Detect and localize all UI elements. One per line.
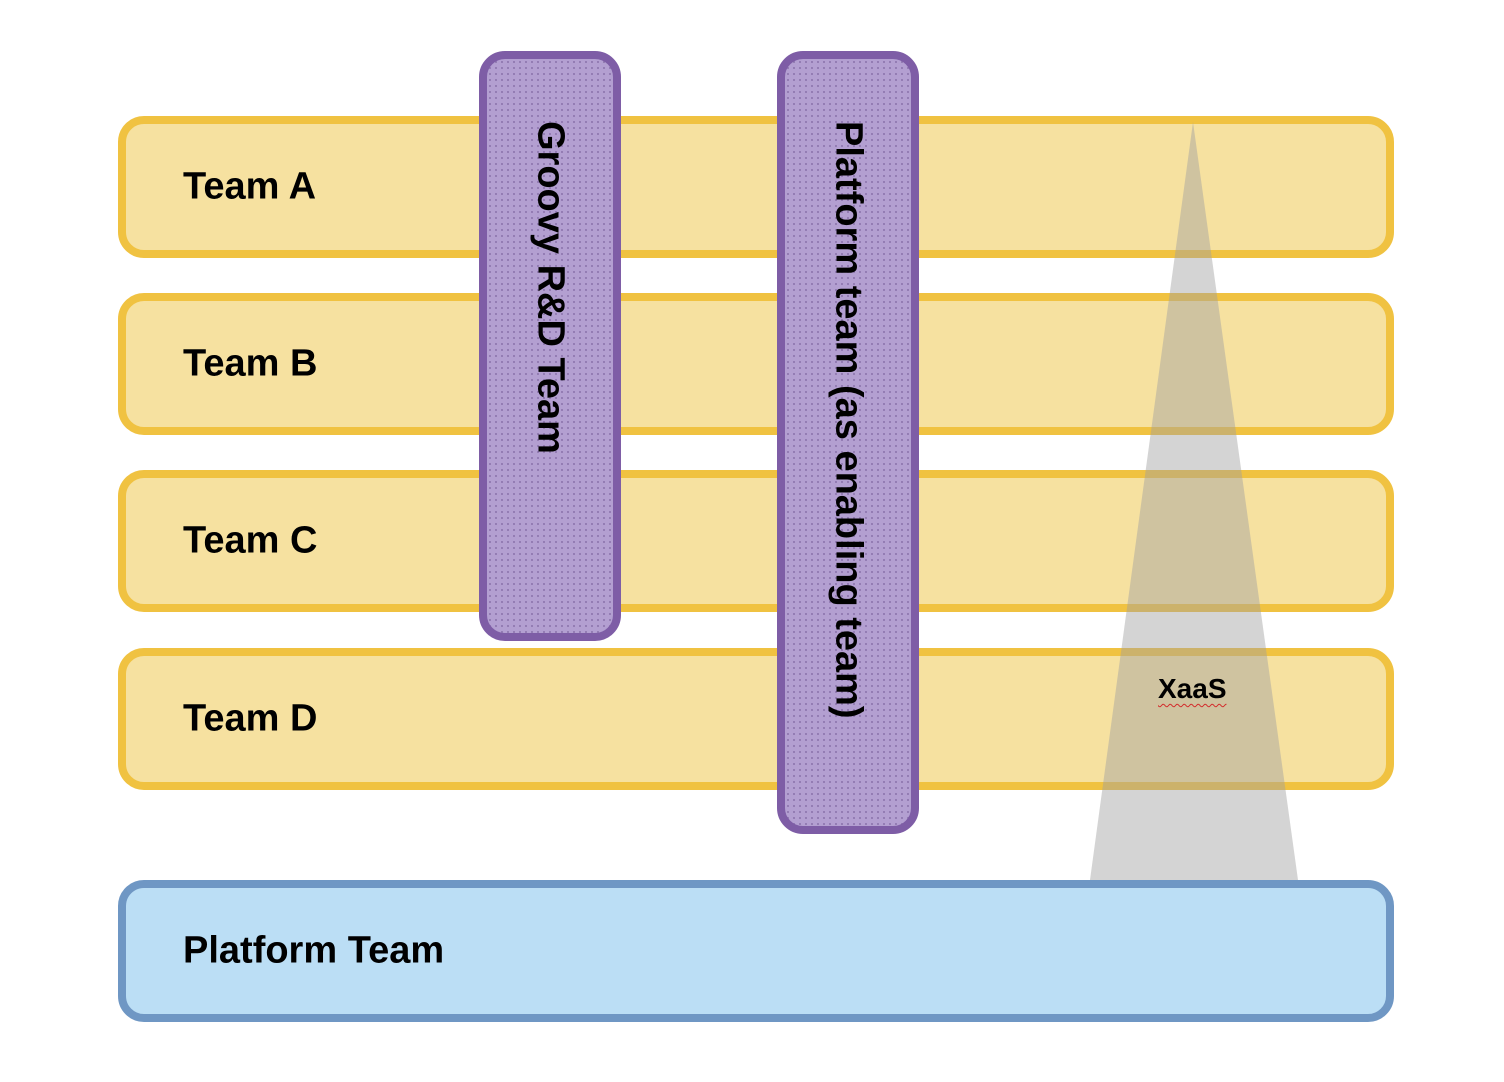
groovy-rnd-pillar: Groovy R&D Team [479,51,621,641]
team-b-band: Team B [118,293,1394,435]
team-c-band: Team C [118,470,1394,612]
team-b-label: Team B [183,342,318,385]
team-a-label: Team A [183,165,317,208]
platform-team-label: Platform Team [183,929,445,972]
platform-enabling-pillar: Platform team (as enabling team) [777,51,919,834]
platform-team-band: Platform Team [118,880,1394,1022]
team-d-band: Team D [118,648,1394,790]
team-d-label: Team D [183,697,318,740]
platform-enabling-label: Platform team (as enabling team) [827,121,870,719]
team-a-band: Team A [118,116,1394,258]
groovy-rnd-label: Groovy R&D Team [529,121,572,454]
team-c-label: Team C [183,519,318,562]
xaas-label: XaaS [1158,673,1227,704]
